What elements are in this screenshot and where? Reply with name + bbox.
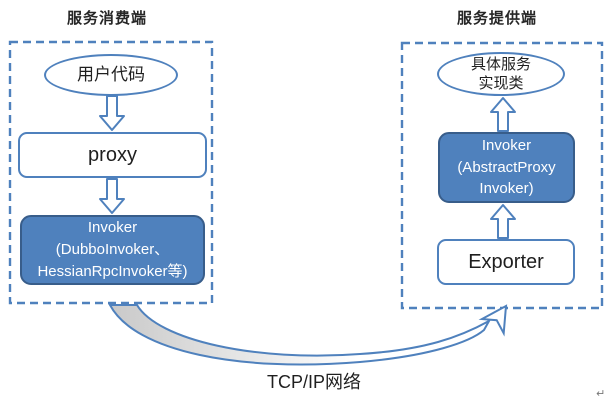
service-impl-node: 具体服务 实现类 bbox=[437, 52, 565, 96]
provider-title: 服务提供端 bbox=[456, 10, 537, 27]
provider-invoker-line2: (AbstractProxy bbox=[457, 158, 556, 176]
arrow-exporter-to-invoker bbox=[490, 204, 516, 239]
consumer-boundary bbox=[8, 40, 214, 305]
provider-invoker-node: Invoker (AbstractProxy Invoker) bbox=[438, 132, 575, 203]
service-impl-line1: 具体服务 bbox=[470, 55, 531, 73]
paragraph-return-mark: ↵ bbox=[596, 388, 606, 400]
user-code-label: 用户代码 bbox=[77, 64, 145, 84]
service-impl-line2: 实现类 bbox=[478, 75, 524, 92]
proxy-label: proxy bbox=[88, 143, 137, 166]
network-arrowhead bbox=[478, 304, 508, 337]
arrow-proxy-to-invoker bbox=[99, 178, 125, 214]
provider-invoker-line3: Invoker) bbox=[479, 180, 534, 198]
exporter-node: Exporter bbox=[437, 239, 575, 285]
consumer-invoker-node: Invoker (DubboInvoker、 HessianRpcInvoker… bbox=[20, 215, 205, 285]
arrow-usercode-to-proxy bbox=[99, 95, 125, 131]
provider-invoker-line1: Invoker bbox=[481, 136, 532, 154]
consumer-invoker-line3: HessianRpcInvoker等) bbox=[37, 262, 188, 280]
network-label: TCP/IP网络 bbox=[266, 372, 361, 392]
exporter-label: Exporter bbox=[468, 250, 544, 273]
consumer-title: 服务消费端 bbox=[66, 10, 147, 27]
network-ribbon-curve bbox=[108, 304, 492, 366]
proxy-node: proxy bbox=[18, 132, 207, 178]
consumer-invoker-line2: (DubboInvoker、 bbox=[55, 241, 170, 259]
consumer-invoker-line1: Invoker bbox=[87, 219, 138, 237]
arrow-invoker-to-service bbox=[490, 97, 516, 132]
service-impl-label: 具体服务 实现类 bbox=[471, 55, 531, 94]
user-code-node: 用户代码 bbox=[44, 54, 178, 96]
